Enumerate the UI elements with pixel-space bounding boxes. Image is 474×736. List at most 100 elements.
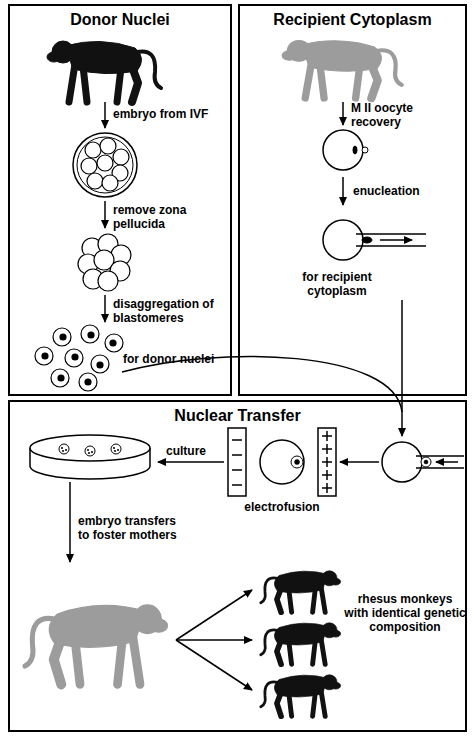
- oocyte-donor-monkey: [282, 40, 402, 98]
- step-label: for donor nuclei: [123, 352, 229, 366]
- denuded-embryo: [98, 234, 118, 254]
- electrofusion-chamber: [322, 448, 332, 450]
- panel-heading: Nuclear Transfer: [10, 407, 465, 425]
- electrofusion-chamber: [326, 457, 328, 467]
- ivf-embryo: [113, 149, 129, 165]
- flow-arrow: [70, 462, 379, 690]
- blastomere: [110, 340, 116, 346]
- blastomere: [42, 353, 48, 359]
- blastomere: [85, 379, 91, 385]
- ivf-embryo: [77, 137, 133, 193]
- injection-pipette: [424, 460, 428, 464]
- ivf-embryo: [73, 133, 137, 197]
- enucleation-pipette: [356, 233, 426, 235]
- culture-dish: [61, 447, 63, 449]
- electrofusion-chamber: [322, 487, 332, 489]
- step-label: M II oocyte recovery: [351, 101, 433, 129]
- denuded-embryo: [98, 271, 118, 291]
- foster-mother-monkey: [25, 605, 168, 684]
- step-label: rhesus monkeys with identical genetic co…: [344, 592, 466, 634]
- flow-arrow: [342, 102, 344, 125]
- mii-oocyte: [323, 130, 363, 170]
- blastomere: [35, 347, 53, 365]
- culture-dish: [87, 449, 89, 451]
- flow-arrow: [342, 177, 344, 205]
- electrofusion-chamber: [326, 470, 328, 480]
- culture-dish: [114, 450, 116, 452]
- electrofusion-chamber: [322, 474, 332, 476]
- electrofusion-chamber: [326, 483, 328, 493]
- culture-dish: [113, 447, 115, 449]
- blastomere: [65, 349, 83, 367]
- culture-dish: [91, 451, 93, 453]
- electrofusion-chamber: [326, 444, 328, 454]
- culture-dish: [62, 450, 64, 452]
- injection-pipette: [436, 461, 458, 463]
- step-label: enucleation: [353, 184, 453, 198]
- injection-pipette: [421, 457, 431, 467]
- flow-arrow: [104, 201, 106, 228]
- flow-arrow: [104, 295, 106, 322]
- denuded-embryo: [83, 269, 103, 289]
- mii-oocyte: [362, 147, 368, 153]
- culture-dish: [65, 449, 67, 451]
- donor-monkey: [47, 41, 161, 102]
- ivf-embryo: [97, 155, 113, 171]
- injection-pipette: [416, 467, 464, 469]
- injection-pipette: [382, 442, 422, 482]
- flow-arrow: [104, 102, 106, 128]
- electrofusion-chamber: [232, 484, 242, 486]
- electrofusion-chamber: [295, 460, 300, 465]
- step-label: for recipient cytoplasm: [282, 270, 392, 298]
- transfer-arrow: [401, 300, 403, 436]
- ivf-embryo: [87, 173, 103, 189]
- blastomere: [60, 334, 66, 340]
- donor-monkey: [47, 41, 161, 102]
- electrofusion-chamber: [291, 456, 303, 468]
- flow-arrow: [158, 461, 224, 463]
- injection-pipette: [382, 442, 464, 482]
- ivf-embryo: [73, 133, 137, 197]
- blastomere: [58, 375, 64, 381]
- panel-box: Recipient Cytoplasm: [238, 4, 467, 396]
- electrofusion-chamber: [232, 469, 242, 471]
- enucleation-pipette: [356, 245, 426, 247]
- denuded-embryo: [110, 261, 130, 281]
- step-label: disaggregation of blastomeres: [113, 297, 217, 325]
- step-label: electrofusion: [237, 500, 327, 514]
- cloned-monkey: [261, 675, 341, 716]
- denuded-embryo: [78, 234, 131, 291]
- electrofusion-chamber: [232, 439, 242, 441]
- electrofusion-chamber: [322, 461, 332, 463]
- flow-arrow: [340, 461, 379, 463]
- culture-dish: [30, 435, 150, 479]
- flow-arrow: [176, 590, 252, 640]
- blastomere: [105, 334, 123, 352]
- denuded-embryo: [94, 250, 114, 270]
- blastomere: [81, 325, 99, 343]
- culture-dish: [117, 449, 119, 451]
- blastomere: [72, 354, 78, 360]
- culture-dish: [30, 435, 150, 461]
- electrofusion-chamber: [228, 428, 246, 496]
- electrofusion-chamber: [228, 428, 336, 496]
- ivf-embryo: [112, 165, 128, 181]
- blastomere: [51, 369, 69, 387]
- cloned-monkey: [261, 571, 341, 612]
- ivf-embryo: [81, 158, 97, 174]
- blastomere: [91, 355, 109, 373]
- enucleation-pipette: [380, 239, 412, 241]
- panel-box: Donor Nuclei: [8, 4, 232, 396]
- injection-pipette: [416, 455, 464, 457]
- oocyte-donor-monkey: [282, 40, 402, 98]
- culture-dish: [88, 452, 90, 454]
- culture-dish: [59, 444, 69, 454]
- enucleation-pipette: [323, 220, 426, 260]
- blastomere: [88, 332, 94, 338]
- ivf-embryo: [85, 142, 101, 158]
- denuded-embryo: [111, 245, 131, 265]
- ivf-embryo: [102, 175, 118, 191]
- foster-mother-monkey: [25, 605, 168, 684]
- culture-dish: [61, 447, 119, 454]
- cloned-monkey: [261, 623, 341, 664]
